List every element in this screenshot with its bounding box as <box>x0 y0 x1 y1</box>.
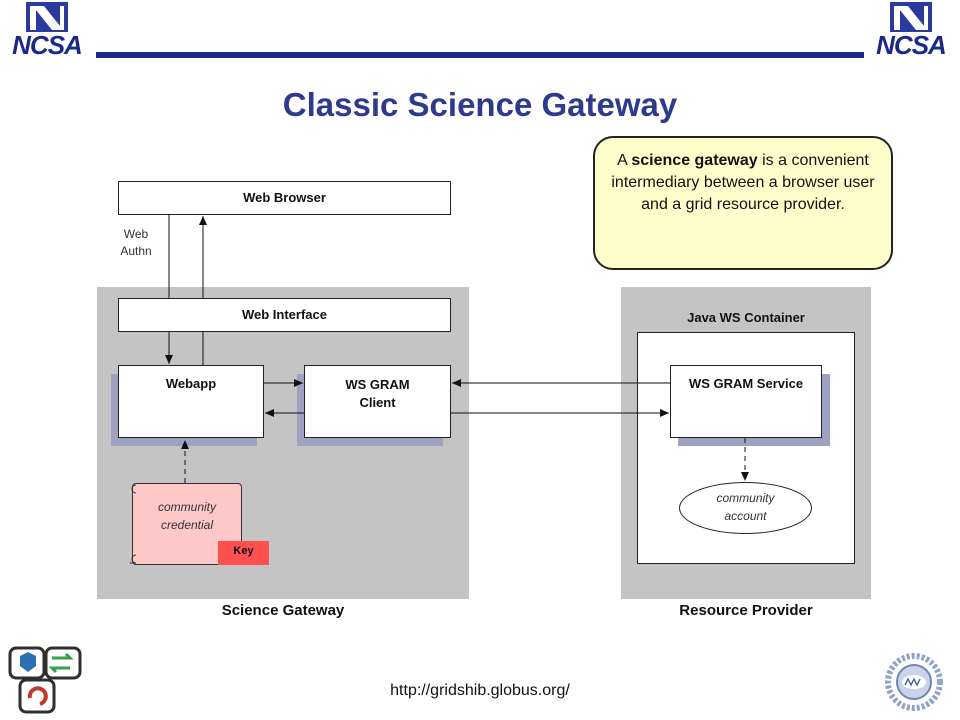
ws-gram-client-box: WS GRAM Client <box>304 365 451 438</box>
web-authn-label: Web Authn <box>108 226 164 260</box>
webapp-box: Webapp <box>118 365 264 438</box>
science-gateway-label: Science Gateway <box>221 602 345 619</box>
ws-gram-client-line2: Client <box>359 395 396 410</box>
gridshib-logo-icon <box>8 646 82 714</box>
header-divider <box>96 52 864 58</box>
ncsa-emblem-icon <box>890 2 932 32</box>
callout-text-bold: science gateway <box>631 152 758 169</box>
web-authn-line1: Web <box>123 227 149 241</box>
community-account-line2: account <box>724 509 767 523</box>
callout-text-pre: A <box>617 152 632 169</box>
ncsa-logo-text: NCSA <box>12 30 83 60</box>
community-credential-line2: credential <box>160 518 214 532</box>
footer-url-link[interactable]: http://gridshib.globus.org/ <box>390 682 570 699</box>
nsf-seal-icon <box>885 653 943 711</box>
ws-gram-client-line1: WS GRAM <box>345 377 410 392</box>
ncsa-emblem-icon <box>26 2 68 32</box>
web-interface-box: Web Interface <box>118 298 451 332</box>
slide-title: Classic Science Gateway <box>282 86 678 123</box>
ws-gram-service-box: WS GRAM Service <box>670 365 822 438</box>
scroll-curl-icon <box>130 484 137 564</box>
web-browser-box: Web Browser <box>118 181 451 215</box>
callout-text-post: is a convenient intermediary between a b… <box>611 152 875 213</box>
community-account-ellipse: community account <box>679 482 812 534</box>
ncsa-logo-left: NCSA <box>2 0 92 60</box>
community-credential-label: community credential <box>132 498 242 534</box>
ncsa-logo-right: NCSA <box>866 0 956 60</box>
java-ws-container-label: Java WS Container <box>687 310 805 325</box>
callout-bubble: A science gateway is a convenient interm… <box>593 136 893 270</box>
community-credential-line1: community <box>157 500 216 514</box>
ncsa-logo-text: NCSA <box>876 30 947 60</box>
resource-provider-label: Resource Provider <box>679 602 813 619</box>
community-account-line1: community <box>716 491 775 505</box>
web-authn-line2: Authn <box>120 244 152 258</box>
key-badge: Key <box>218 541 269 565</box>
